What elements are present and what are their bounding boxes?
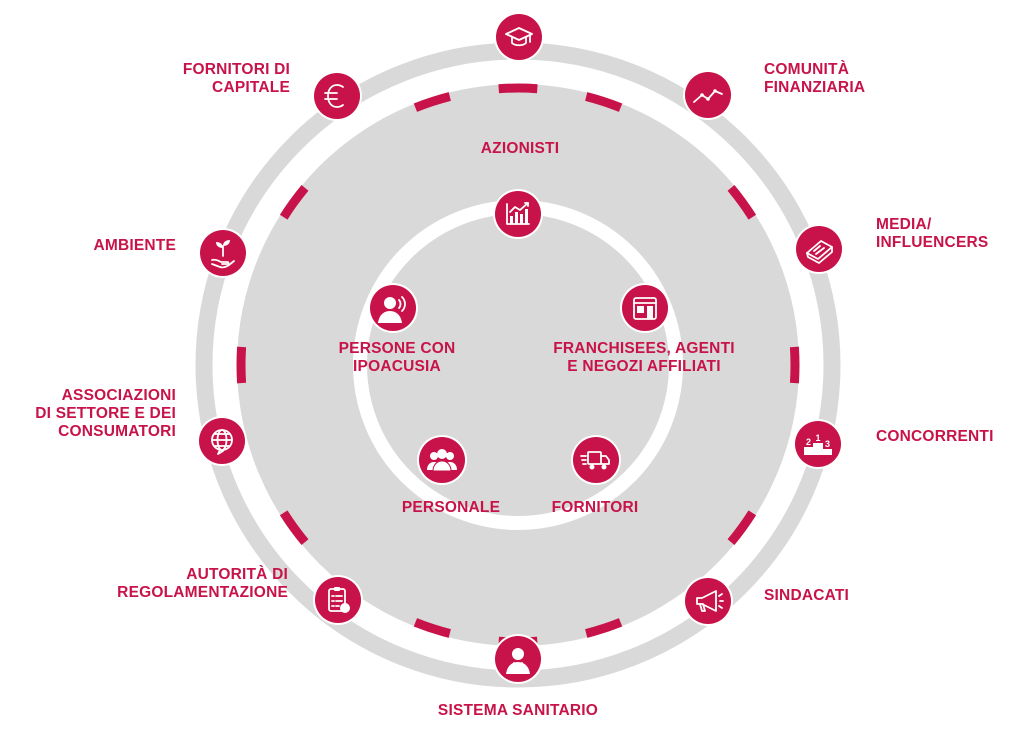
- ring-tick: [727, 185, 757, 220]
- label-concorrenti: CONCORRENTI: [876, 428, 994, 446]
- svg-text:2: 2: [806, 437, 811, 447]
- label-line: CONCORRENTI: [876, 428, 994, 445]
- node-azionisti: [495, 191, 541, 237]
- label-line: DI SETTORE E DEI: [35, 405, 176, 422]
- label-line: IPOACUSIA: [353, 358, 441, 375]
- ring-tick: [498, 83, 538, 94]
- label-line: CONSUMATORI: [58, 423, 176, 440]
- label-ambiente: AMBIENTE: [93, 237, 176, 255]
- graduation-cap-icon: [505, 27, 533, 47]
- label-line: E NEGOZI AFFILIATI: [567, 358, 721, 375]
- people-group-icon: [427, 449, 457, 472]
- megaphone-icon: [696, 590, 724, 612]
- label-line: PERSONE CON: [338, 340, 456, 357]
- plant-in-hand-icon: [211, 240, 235, 269]
- label-line: FRANCHISEES, AGENTI: [553, 340, 735, 357]
- label-line: AUTORITÀ DI: [186, 566, 288, 583]
- label-line: FINANZIARIA: [764, 79, 866, 96]
- label-personale: PERSONALE: [301, 499, 601, 517]
- ring-tick: [236, 346, 247, 384]
- label-line: ASSOCIAZIONI: [61, 387, 176, 404]
- label-line: INFLUENCERS: [876, 234, 989, 251]
- label-line: CAPITALE: [212, 79, 290, 96]
- label-line: AMBIENTE: [93, 237, 176, 254]
- label-line: AZIONISTI: [480, 140, 560, 157]
- node-media: [796, 226, 842, 272]
- ring-tick: [727, 510, 757, 545]
- label-line: SISTEMA SANITARIO: [437, 702, 599, 719]
- svg-text:1: 1: [815, 433, 820, 443]
- svg-text:3: 3: [825, 439, 830, 449]
- node-franchisees: [622, 285, 668, 331]
- bar-chart-icon: [506, 202, 530, 225]
- ring-tick: [279, 185, 309, 220]
- node-personale: [419, 437, 465, 483]
- label-sindacati: SINDACATI: [764, 587, 849, 605]
- label-line: REGOLAMENTAZIONE: [117, 584, 288, 601]
- ring-tick: [585, 92, 623, 112]
- node-sindacati: [685, 578, 731, 624]
- ring-tick: [413, 92, 451, 112]
- ring-tick: [789, 346, 800, 384]
- ring-tick: [413, 618, 451, 638]
- delivery-truck-icon: [580, 451, 610, 470]
- trend-line-icon: [693, 89, 723, 103]
- globe-icon: [211, 429, 233, 455]
- label-line: SINDACATI: [764, 587, 850, 604]
- podium-icon: 12 3: [804, 433, 832, 455]
- node-fornitori-capitale: [314, 73, 360, 119]
- node-comunita-finanziaria: [685, 72, 731, 118]
- label-line: FORNITORI: [551, 499, 639, 516]
- ring-tick: [585, 618, 623, 638]
- node-associazioni: [199, 418, 245, 464]
- label-sistema-sanitario: SISTEMA SANITARIO: [368, 702, 668, 720]
- label-line: FORNITORI DI: [182, 61, 290, 78]
- label-fornitori: FORNITORI: [445, 499, 745, 517]
- label-line: MEDIA/: [876, 216, 932, 233]
- label-azionisti: AZIONISTI: [370, 140, 670, 158]
- node-sistema-sanitario: [495, 636, 541, 682]
- doctor-icon: [506, 648, 530, 674]
- newspaper-icon: [806, 240, 833, 264]
- node-persone-ipoacusia: [370, 285, 416, 331]
- node-ambiente: [200, 230, 246, 276]
- label-line: COMUNITÀ: [764, 61, 850, 78]
- ring-tick: [279, 510, 309, 545]
- label-line: PERSONALE: [401, 499, 501, 516]
- euro-icon: [324, 84, 344, 108]
- clipboard-checklist-icon: [328, 587, 350, 613]
- node-autorita: [315, 577, 361, 623]
- node-fornitori: [573, 437, 619, 483]
- person-hearing-icon: [378, 296, 406, 323]
- node-education: [496, 14, 542, 60]
- storefront-icon: [633, 297, 657, 320]
- label-media: MEDIA/INFLUENCERS: [876, 216, 988, 252]
